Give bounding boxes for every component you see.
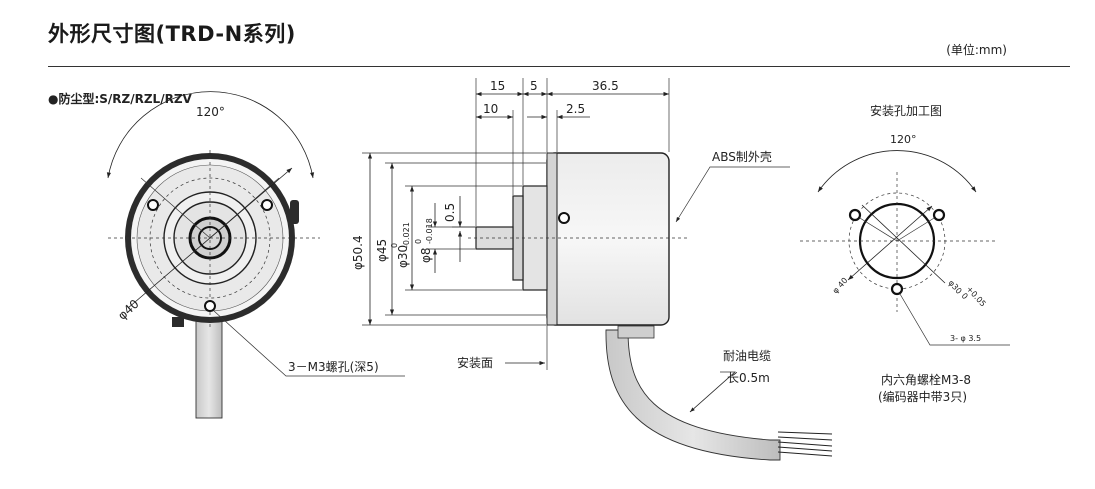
front-view: ●防尘型:S/RZ/RZL/RZV 120° φ40 3－M3螺孔(深5): [48, 91, 405, 419]
dim-dia-30-tol-lower: -0.021: [402, 222, 411, 248]
cable-leader-arrow: [689, 371, 736, 413]
dim-dia-30-tol-upper: 0: [390, 243, 399, 248]
front-radial-left: [140, 177, 211, 239]
front-angle-arc: [106, 91, 315, 179]
side-screw: [558, 212, 570, 224]
hole-leader: [899, 293, 1010, 346]
hole-view-title: 安装孔加工图: [870, 103, 942, 118]
hole-bottom: [890, 282, 904, 296]
hole-dia-30-tol-lower: 0: [960, 291, 970, 301]
dim-15-label: 15: [490, 79, 505, 93]
bolt-note-1: 内六角螺栓M3-8: [881, 372, 971, 387]
hole-dia-30-label: φ30: [947, 278, 964, 296]
front-dia-label: φ40: [115, 297, 142, 323]
hole-right: [932, 208, 946, 222]
dim-dia-8-tol-lower: -0.018: [425, 218, 434, 244]
wire-1: [777, 431, 833, 435]
dim-5-label: 5: [530, 79, 538, 93]
mount-face-note: 安装面: [457, 355, 493, 370]
hole-note: 3- φ 3.5: [950, 334, 981, 343]
hole-angle-label: 120°: [890, 133, 917, 146]
hole-dia-40-line: [861, 204, 946, 284]
front-hole-left: [147, 199, 159, 211]
dim-dia-45-label: φ45: [375, 239, 389, 262]
hole-dia-30-line: [847, 205, 933, 281]
dim-0-5-label: 0.5: [443, 203, 457, 222]
dim-2-5-label: 2.5: [566, 102, 585, 116]
cable-note-2: 长0.5m: [727, 371, 770, 385]
wire-3: [777, 441, 833, 447]
title-rule: [48, 66, 1070, 67]
front-hole-leader: [213, 310, 405, 377]
front-bottom-tab: [172, 317, 184, 327]
side-view: 15 5 36.5 10 2.5 φ50.4 φ45 φ30 0 -0.021 …: [351, 78, 833, 461]
wire-2: [777, 436, 833, 441]
front-side-tab: [290, 200, 299, 224]
dim-10-label: 10: [483, 102, 498, 116]
case-note: ABS制外壳: [712, 150, 772, 164]
side-body: [546, 152, 670, 326]
hole-view: 安装孔加工图 120° φ 40 φ30 +0.05 0 3- φ 3.5 内六…: [800, 103, 1010, 404]
case-leader: [675, 166, 790, 223]
dim-dia-30-label: φ30: [396, 245, 410, 268]
cable-gland: [617, 325, 655, 339]
wire-4: [777, 446, 833, 452]
hole-angle-arc: [817, 150, 977, 193]
front-hole-note: 3－M3螺孔(深5): [288, 360, 379, 374]
front-hole-bottom: [204, 300, 216, 312]
cable-note-1: 耐油电缆: [723, 349, 771, 363]
front-dia-line: [127, 167, 293, 309]
side-cable: [605, 329, 781, 461]
dim-dia-8-label: φ8: [419, 247, 433, 263]
hole-left: [848, 208, 862, 222]
front-angle-label: 120°: [196, 105, 225, 119]
dim-36-5-label: 36.5: [592, 79, 619, 93]
dim-dia-8-tol-upper: 0: [414, 239, 423, 244]
wire-5: [777, 451, 833, 457]
front-hole-right: [261, 199, 273, 211]
bolt-note-2: (编码器中带3只): [878, 389, 967, 404]
dim-dia-50-label: φ50.4: [351, 235, 365, 270]
page-title: 外形尺寸图(TRD-N系列): [48, 22, 296, 46]
hole-dia-40-label: φ 40: [831, 276, 850, 295]
unit-label: (单位:mm): [946, 43, 1007, 57]
front-view-label: ●防尘型:S/RZ/RZL/RZV: [48, 91, 193, 106]
side-body-flange: [546, 152, 558, 326]
